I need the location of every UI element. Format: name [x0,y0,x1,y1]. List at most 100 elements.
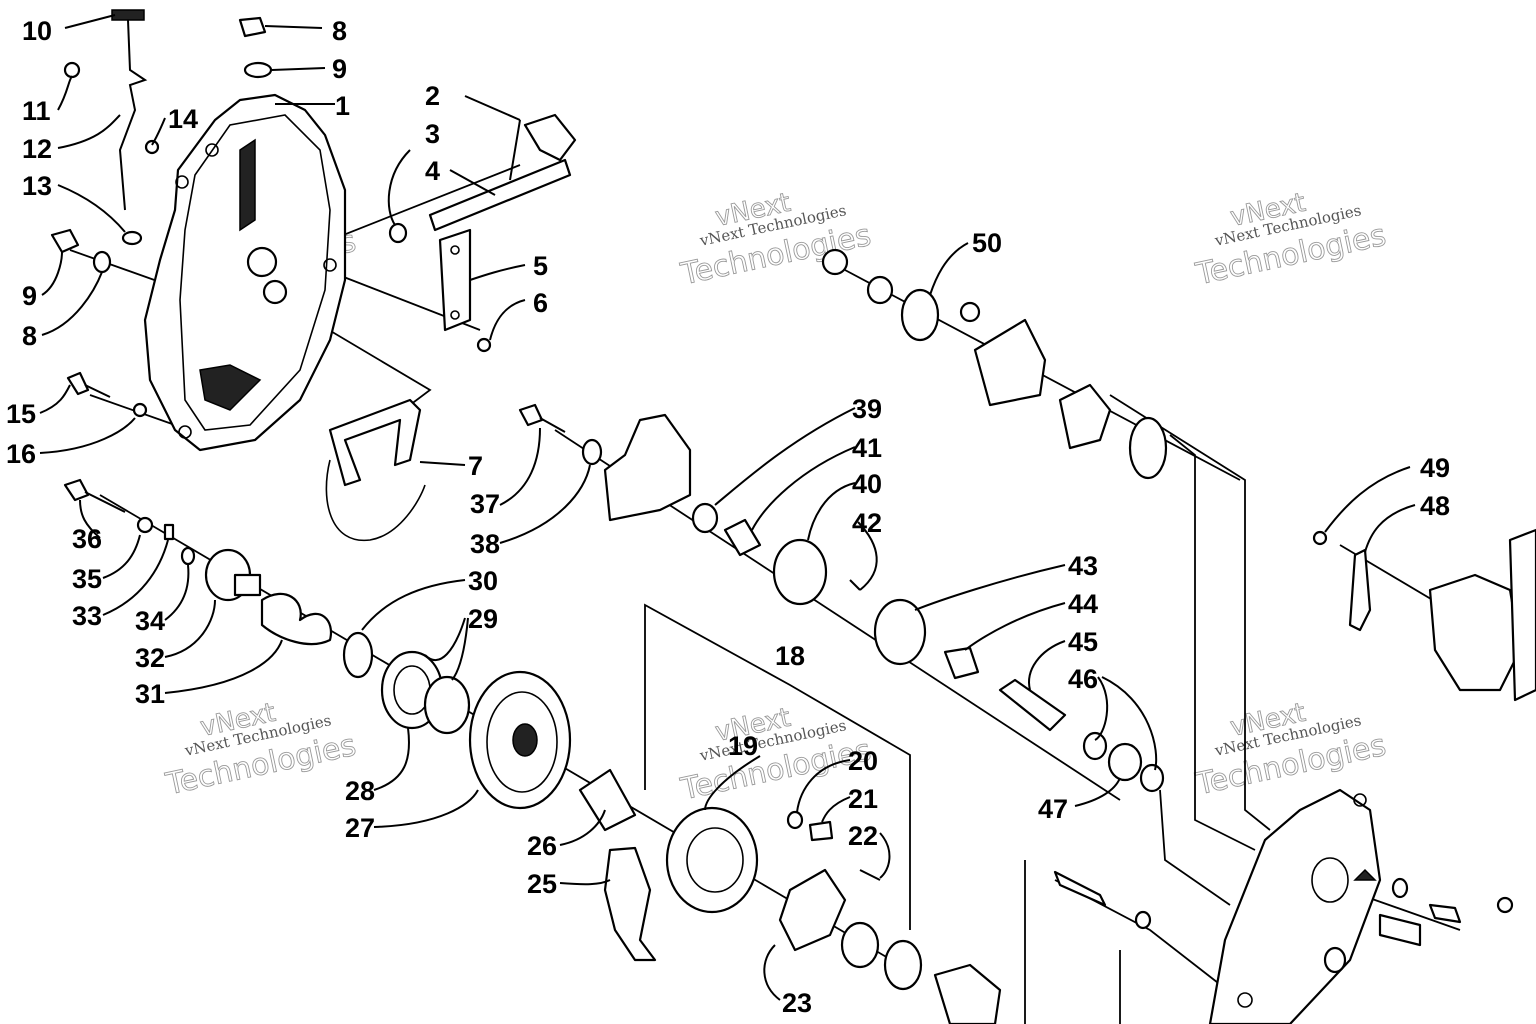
callout-5: 5 [533,251,548,281]
bearing-housing [603,413,692,522]
washer-28 [423,675,471,735]
callout-28: 28 [345,776,375,806]
callout-49: 49 [1420,453,1450,483]
shift-shaft [428,113,577,232]
watermark-bottom-right: vNext vNext Technologies Technologies [1192,697,1390,802]
hub-23 [778,868,847,952]
gear-housing-right [1428,573,1522,692]
callout-29: 29 [468,604,498,634]
washer-34 [180,546,196,566]
callout-32: 32 [135,643,165,673]
washer-bottom [1134,910,1152,930]
axis-cover-bolt [69,249,161,283]
bolt-37 [518,403,566,433]
callout-9-top: 9 [332,54,347,84]
callout-19: 19 [728,731,758,761]
axis-bottom-right [1054,879,1241,1001]
nut-upper [821,248,849,276]
callout-25: 25 [527,869,557,899]
sprocket-27 [468,670,572,810]
callout-42: 42 [852,508,882,538]
cover-plate [438,228,492,353]
axis-47-drop [1159,789,1231,906]
snap-ring-30 [342,631,374,679]
callout-21: 21 [848,784,878,814]
callout-30: 30 [468,566,498,596]
o-ring-13 [121,230,143,246]
callout-7: 7 [468,451,483,481]
callout-31: 31 [135,679,165,709]
washer-3 [388,222,408,244]
callout-14: 14 [168,104,198,134]
gear-case [1208,788,1382,1024]
bolt-15 [66,371,111,398]
flange-lower [933,963,1002,1024]
spacer-45 [998,678,1067,732]
callout-labels: 10 8 9 1 2 3 4 11 12 14 13 9 8 5 6 15 16… [6,16,1450,1018]
callout-43: 43 [1068,551,1098,581]
axis-upper-drop-2 [1169,434,1256,851]
callout-46: 46 [1068,664,1098,694]
axis-upper-drop [1109,394,1271,831]
callout-35: 35 [72,564,102,594]
callout-40: 40 [852,469,882,499]
drain-plug-top [238,16,273,79]
washer-46a [1082,731,1108,761]
washer-case-low [1323,946,1347,974]
watermark-top-center: vNext vNext Technologies Technologies [677,187,875,292]
bearing-flange-upper [973,318,1047,407]
sprocket-43 [873,598,927,666]
sprocket-50 [900,288,940,342]
leader-lines [39,14,1416,1001]
dipstick [111,9,148,211]
callout-23: 23 [782,988,812,1018]
key-33 [163,523,175,541]
chain-25 [603,846,657,962]
nut-case [1496,896,1514,914]
callout-44: 44 [1068,589,1098,619]
bearing-upper [1058,383,1112,450]
callout-50: 50 [972,228,1002,258]
pin-42 [849,579,861,591]
bolt-11 [63,61,81,79]
pin-case [1378,913,1422,947]
callout-4: 4 [425,156,440,186]
nut-49 [1312,530,1328,546]
callout-33: 33 [72,601,102,631]
bearing-23b [840,921,880,969]
ball-20 [786,810,804,830]
callout-1: 1 [335,91,350,121]
callout-6: 6 [533,288,548,318]
star-washer-16 [132,402,148,418]
bearing-44 [943,646,980,680]
callout-11: 11 [22,96,51,126]
callout-47: 47 [1038,794,1068,824]
callout-20: 20 [848,746,878,776]
bolt-case [1428,903,1462,924]
callout-18: 18 [775,641,805,671]
cam-32 [204,548,262,602]
callout-37: 37 [470,489,500,519]
watermark-top-right: vNext vNext Technologies Technologies [1192,187,1390,292]
callout-16: 16 [6,439,36,469]
washer-46b [1139,763,1165,793]
housing-right-edge [1508,528,1536,702]
washer-lower [883,939,923,991]
callout-9-left: 9 [22,281,37,311]
nut-upper-2 [959,301,981,323]
group-18-bracket [644,603,911,930]
bolt-36 [63,478,126,513]
callout-36: 36 [72,524,102,554]
callout-27: 27 [345,813,375,843]
watermark-bottom-center: vNext vNext Technologies Technologies [677,702,875,807]
callout-41: 41 [852,433,882,463]
bracket-48 [1348,548,1372,632]
callout-48: 48 [1420,491,1450,521]
chaincase-cover [143,93,347,452]
stud-bottom [1053,870,1107,907]
watermark-bottom-left: vNext vNext Technologies Technologies [162,697,360,802]
gear-26 [578,768,637,832]
callout-12: 12 [22,134,52,164]
callout-26: 26 [527,831,557,861]
